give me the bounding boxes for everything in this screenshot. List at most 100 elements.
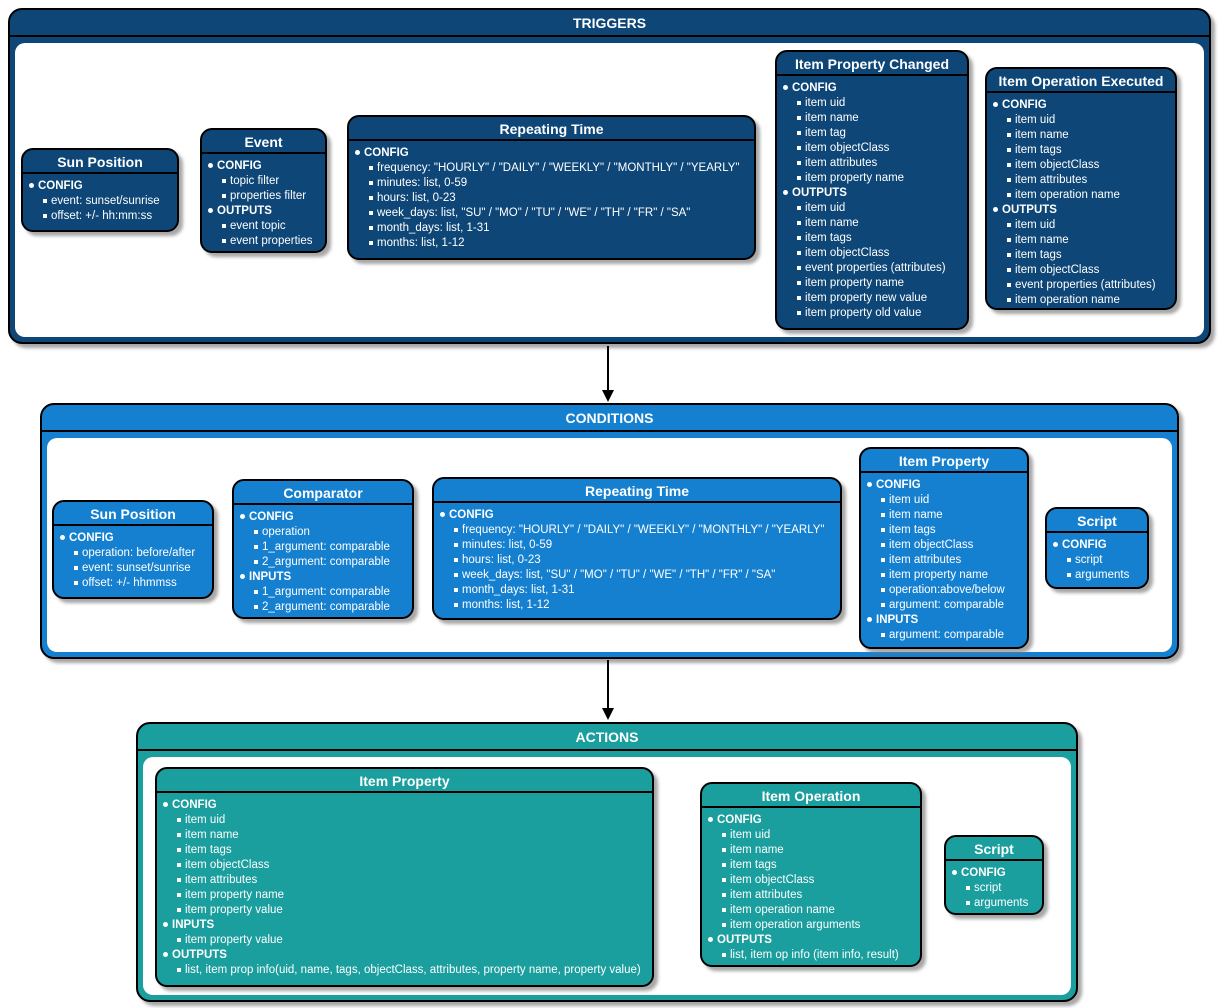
square-bullet-icon bbox=[722, 847, 726, 852]
list-item: item objectClass bbox=[157, 857, 648, 872]
square-bullet-icon bbox=[177, 847, 181, 852]
list-item: event topic bbox=[202, 218, 321, 233]
list-item: event properties bbox=[202, 233, 321, 248]
entry-text: OUTPUTS bbox=[217, 204, 272, 217]
box-title: Item Property bbox=[157, 769, 652, 793]
list-item: item tags bbox=[987, 142, 1171, 157]
square-bullet-icon bbox=[797, 220, 801, 225]
square-bullet-icon bbox=[369, 195, 373, 200]
list-item: argument: comparable bbox=[861, 597, 1023, 612]
entry-text: months: list, 1-12 bbox=[462, 598, 550, 611]
square-bullet-icon bbox=[254, 604, 258, 609]
list-item: operation:above/below bbox=[861, 582, 1023, 597]
arrow-triggers-to-conditions bbox=[602, 346, 614, 402]
square-bullet-icon bbox=[177, 892, 181, 897]
entry-text: item attributes bbox=[185, 873, 258, 886]
list-item: item objectClass bbox=[702, 872, 916, 887]
box-title: Script bbox=[946, 837, 1042, 861]
circle-bullet-icon bbox=[163, 952, 168, 957]
square-bullet-icon bbox=[722, 877, 726, 882]
list-item: item objectClass bbox=[861, 537, 1023, 552]
entry-text: item objectClass bbox=[805, 141, 890, 154]
circle-bullet-icon bbox=[952, 870, 957, 875]
entry-text: item attributes bbox=[805, 156, 878, 169]
list-item: item uid bbox=[157, 812, 648, 827]
circle-bullet-icon bbox=[240, 574, 245, 579]
entry-text: item objectClass bbox=[185, 858, 270, 871]
list-item: script bbox=[946, 880, 1038, 895]
entry-text: minutes: list, 0-59 bbox=[377, 176, 468, 189]
list-item: topic filter bbox=[202, 173, 321, 188]
entry-text: OUTPUTS bbox=[792, 186, 847, 199]
square-bullet-icon bbox=[1007, 162, 1011, 167]
entry-text: item property value bbox=[185, 903, 283, 916]
entry-text: item attributes bbox=[1015, 173, 1088, 186]
entry-text: item name bbox=[185, 828, 239, 841]
entry-text: item uid bbox=[1015, 218, 1056, 231]
circle-bullet-icon bbox=[240, 514, 245, 519]
square-bullet-icon bbox=[254, 559, 258, 564]
list-item: item property new value bbox=[777, 290, 963, 305]
arrow-line bbox=[607, 660, 609, 710]
section-label-item: CONFIG bbox=[946, 865, 1038, 880]
section-label-item: CONFIG bbox=[702, 812, 916, 827]
square-bullet-icon bbox=[797, 235, 801, 240]
entry-text: CONFIG bbox=[1002, 98, 1047, 111]
entry-text: item tags bbox=[889, 523, 936, 536]
square-bullet-icon bbox=[1007, 177, 1011, 182]
entry-text: list, item prop info(uid, name, tags, ob… bbox=[185, 963, 641, 976]
list-item: item attributes bbox=[157, 872, 648, 887]
entry-text: script bbox=[1075, 553, 1103, 566]
square-bullet-icon bbox=[43, 213, 47, 218]
circle-bullet-icon bbox=[163, 802, 168, 807]
section-label-item: CONFIG bbox=[234, 509, 408, 524]
triggers-frame-title: TRIGGERS bbox=[10, 10, 1209, 37]
section-label-item: OUTPUTS bbox=[702, 932, 916, 947]
list-item: frequency: "HOURLY" / "DAILY" / "WEEKLY"… bbox=[349, 160, 750, 175]
list-item: minutes: list, 0-59 bbox=[434, 537, 836, 552]
square-bullet-icon bbox=[797, 310, 801, 315]
section-label-item: OUTPUTS bbox=[987, 202, 1171, 217]
entry-text: item tags bbox=[1015, 248, 1062, 261]
section-label-item: OUTPUTS bbox=[777, 185, 963, 200]
box-title: Repeating Time bbox=[349, 117, 754, 141]
arrow-conditions-to-actions bbox=[602, 660, 614, 720]
entry-text: item tags bbox=[185, 843, 232, 856]
circle-bullet-icon bbox=[993, 207, 998, 212]
square-bullet-icon bbox=[369, 225, 373, 230]
list-item: 1_argument: comparable bbox=[234, 539, 408, 554]
list-item: item attributes bbox=[987, 172, 1171, 187]
square-bullet-icon bbox=[454, 572, 458, 577]
entry-text: CONFIG bbox=[172, 798, 217, 811]
circle-bullet-icon bbox=[1053, 542, 1058, 547]
square-bullet-icon bbox=[369, 180, 373, 185]
entry-text: month_days: list, 1-31 bbox=[462, 583, 575, 596]
section-label-item: OUTPUTS bbox=[157, 947, 648, 962]
entry-text: offset: +/- hhmmss bbox=[82, 576, 177, 589]
square-bullet-icon bbox=[1007, 282, 1011, 287]
square-bullet-icon bbox=[1067, 557, 1071, 562]
entry-text: item tags bbox=[1015, 143, 1062, 156]
list-item: event: sunset/sunrise bbox=[54, 560, 208, 575]
square-bullet-icon bbox=[43, 198, 47, 203]
square-bullet-icon bbox=[1007, 267, 1011, 272]
entry-text: OUTPUTS bbox=[717, 933, 772, 946]
list-item: item tags bbox=[702, 857, 916, 872]
box-title: Item Operation Executed bbox=[987, 69, 1175, 93]
square-bullet-icon bbox=[797, 130, 801, 135]
list-item: item property value bbox=[157, 902, 648, 917]
list-item: item attributes bbox=[861, 552, 1023, 567]
list-item: list, item op info (item info, result) bbox=[702, 947, 916, 962]
entry-text: minutes: list, 0-59 bbox=[462, 538, 553, 551]
list-item: script bbox=[1047, 552, 1143, 567]
circle-bullet-icon bbox=[783, 85, 788, 90]
square-bullet-icon bbox=[177, 862, 181, 867]
entry-text: item name bbox=[805, 111, 859, 124]
